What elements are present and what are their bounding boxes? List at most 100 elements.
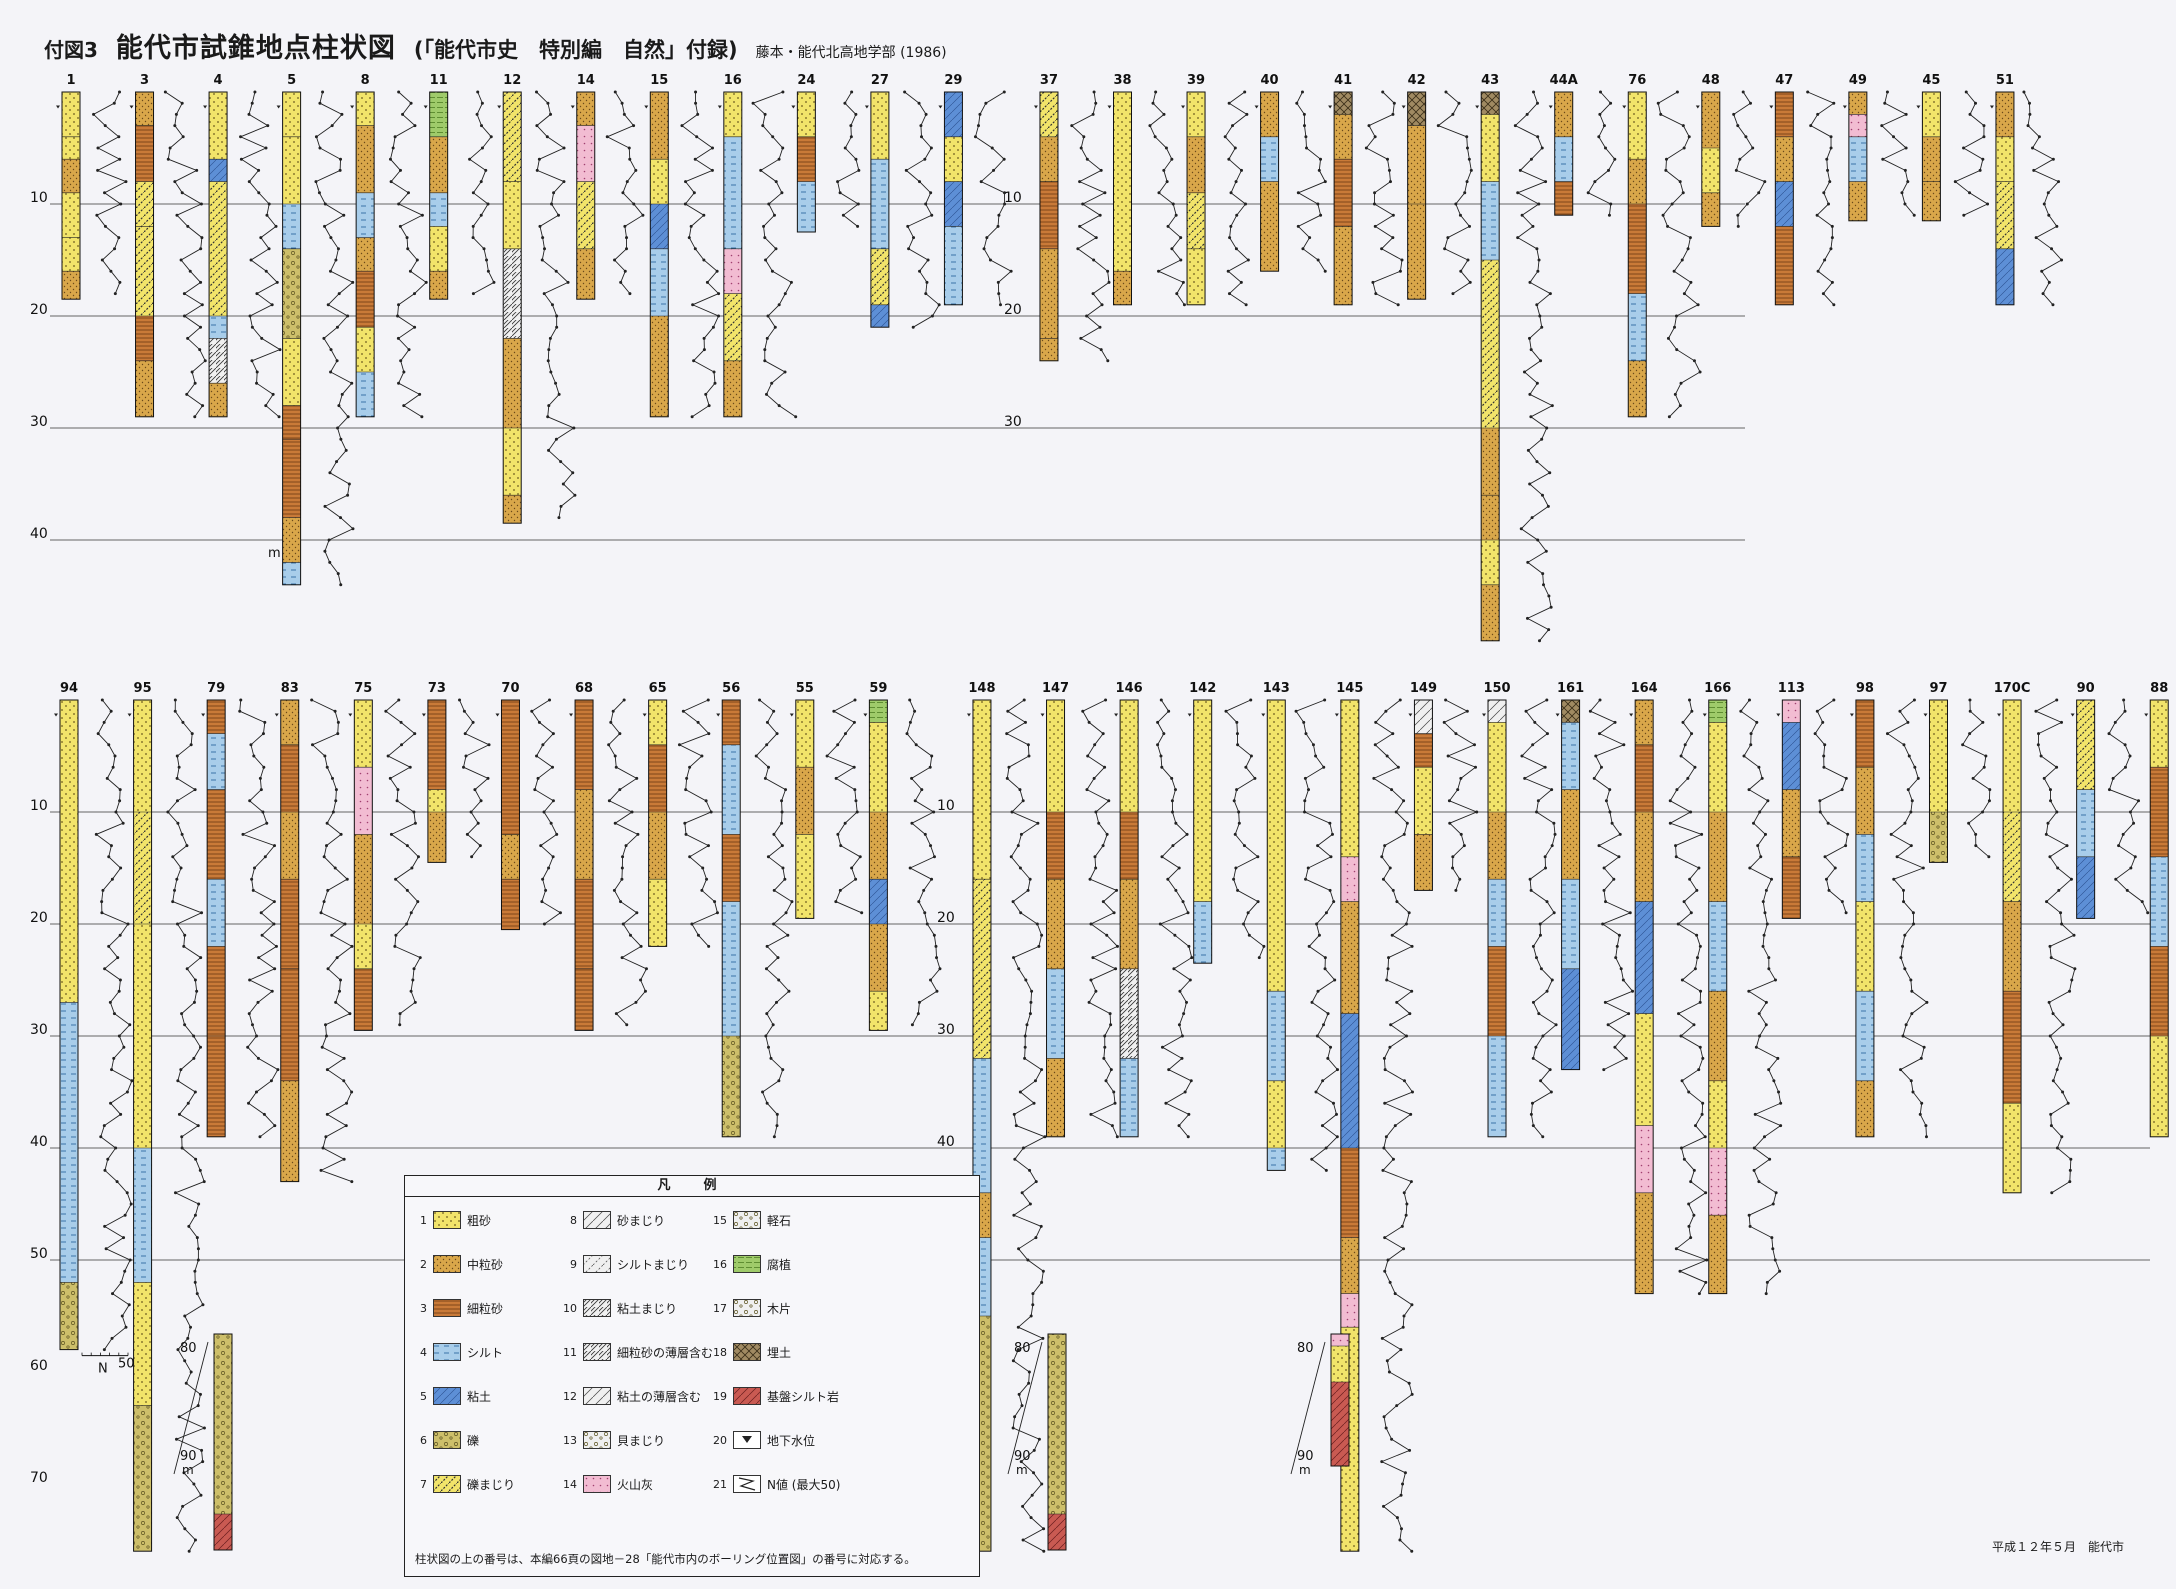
n-value-point bbox=[924, 112, 928, 116]
n-value-point bbox=[1844, 844, 1848, 848]
n-value-point bbox=[1233, 832, 1237, 836]
n-value-point bbox=[1227, 292, 1231, 296]
n-value-point bbox=[938, 967, 942, 971]
n-value-point bbox=[107, 944, 111, 948]
n-value-point bbox=[932, 933, 936, 937]
n-value-point bbox=[336, 426, 340, 430]
n-value-point bbox=[1545, 900, 1549, 904]
n-value-point bbox=[787, 989, 791, 993]
legend-item-number: 18 bbox=[713, 1345, 727, 1359]
n-value-point bbox=[1818, 799, 1822, 803]
n-value-point bbox=[1554, 1023, 1558, 1027]
n-value-point bbox=[536, 776, 540, 780]
n-value-point bbox=[634, 168, 638, 172]
n-value-point bbox=[339, 516, 343, 520]
n-value-point bbox=[696, 112, 700, 116]
legend-swatch bbox=[583, 1387, 611, 1405]
n-value-point bbox=[2123, 709, 2127, 713]
borehole-outline bbox=[59, 699, 79, 1351]
n-value-point bbox=[1883, 101, 1887, 105]
lithology-pattern bbox=[1414, 700, 1433, 734]
n-value-point bbox=[1396, 303, 1400, 307]
lithology-pattern bbox=[722, 901, 741, 1036]
lithology-pattern bbox=[60, 700, 78, 1003]
n-value-point bbox=[1909, 810, 1913, 814]
borehole-outline bbox=[1119, 699, 1139, 1138]
n-value-point bbox=[764, 258, 768, 262]
n-value-point bbox=[535, 168, 539, 172]
n-value-profile bbox=[459, 699, 491, 858]
n-value-point bbox=[1323, 180, 1327, 184]
groundwater-mark bbox=[1842, 105, 1847, 109]
legend-swatch bbox=[433, 1211, 461, 1229]
borehole-outline bbox=[1634, 699, 1654, 1295]
n-value-point bbox=[1981, 157, 1985, 161]
n-value-point bbox=[201, 404, 205, 408]
n-value-point bbox=[2125, 888, 2129, 892]
n-value-point bbox=[1170, 810, 1174, 814]
lithology-pattern bbox=[1628, 293, 1647, 361]
groundwater-mark bbox=[1482, 713, 1487, 717]
swatch-frame bbox=[433, 1255, 461, 1273]
n-value-point bbox=[1778, 1269, 1782, 1273]
n-value-point bbox=[913, 799, 917, 803]
borehole-39 bbox=[1181, 90, 1250, 307]
n-value-point bbox=[1035, 922, 1039, 926]
n-value-point bbox=[1829, 146, 1833, 150]
lithology-pattern bbox=[1995, 136, 2014, 182]
n-value-point bbox=[394, 933, 398, 937]
borehole-11 bbox=[423, 90, 496, 300]
n-value-point bbox=[190, 732, 194, 736]
borehole-outline bbox=[1627, 91, 1647, 418]
lithology-pattern bbox=[648, 700, 667, 745]
n-value-point bbox=[1690, 709, 1694, 713]
n-value-point bbox=[1748, 866, 1752, 870]
n-value-point bbox=[485, 258, 489, 262]
swatch-frame bbox=[433, 1299, 461, 1317]
lithology-pattern bbox=[1267, 991, 1286, 1081]
n-value-point bbox=[1023, 1034, 1027, 1038]
n-value-point bbox=[700, 888, 704, 892]
n-value-point bbox=[1404, 922, 1408, 926]
n-value-point bbox=[1236, 743, 1240, 747]
n-value-point bbox=[1881, 157, 1885, 161]
lithology-pattern bbox=[1120, 1058, 1139, 1137]
n-value-point bbox=[479, 180, 483, 184]
n-value-point bbox=[420, 415, 424, 419]
n-value-point bbox=[1039, 1224, 1043, 1228]
n-value-point bbox=[1541, 1135, 1545, 1139]
n-value-point bbox=[334, 258, 338, 262]
n-value-profile bbox=[1082, 699, 1119, 1137]
borehole-38 bbox=[1107, 90, 1186, 307]
n-value-point bbox=[1436, 124, 1440, 128]
n-value-point bbox=[1093, 743, 1097, 747]
n-value-point bbox=[105, 776, 109, 780]
n-value-point bbox=[620, 866, 624, 870]
n-value-point bbox=[1188, 978, 1192, 982]
lithology-pattern bbox=[1782, 700, 1801, 723]
lithology-pattern bbox=[1922, 136, 1941, 182]
lithology-pattern bbox=[650, 316, 669, 417]
deep-section-top-label: 80 bbox=[1014, 1341, 1031, 1356]
n-value-point bbox=[1380, 1460, 1384, 1464]
borehole-outline bbox=[1708, 699, 1728, 1295]
lithology-pattern bbox=[1193, 901, 1212, 964]
n-value-point bbox=[1027, 754, 1031, 758]
n-value-point bbox=[328, 471, 332, 475]
n-value-point bbox=[192, 1056, 196, 1060]
swatch-pattern bbox=[583, 1475, 611, 1493]
n-value-point bbox=[549, 370, 553, 374]
n-value-point bbox=[1303, 776, 1307, 780]
groundwater-mark bbox=[1114, 713, 1119, 717]
lithology-pattern bbox=[1561, 722, 1580, 790]
n-value-point bbox=[781, 866, 785, 870]
n-value-point bbox=[763, 348, 767, 352]
n-value-point bbox=[1903, 168, 1907, 172]
n-value-point bbox=[1920, 1101, 1924, 1105]
n-value-point bbox=[1009, 269, 1013, 273]
lithology-pattern bbox=[1331, 1334, 1349, 1346]
n-value-point bbox=[625, 1023, 629, 1027]
borehole-15 bbox=[644, 90, 721, 419]
